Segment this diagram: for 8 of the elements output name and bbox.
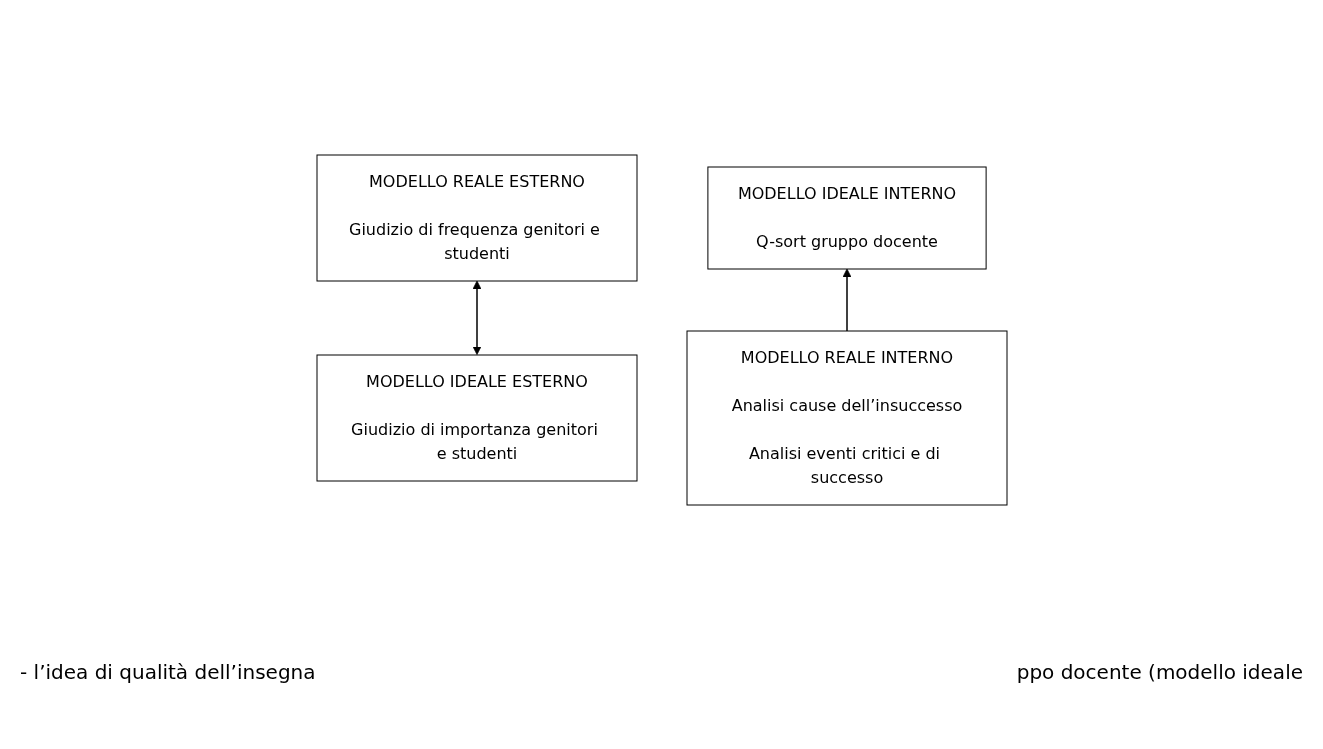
- node-box: MODELLO REALE ESTERNO Giudizio di frequenza genitori e studenti: [316, 154, 637, 282]
- node-box: MODELLO IDEALE INTERNO Q-sort gruppo docente: [706, 166, 987, 270]
- node-box: MODELLO REALE INTERNO Analisi cause dell’insuccesso Analisi eventi critici e di successo: [686, 330, 1007, 506]
- note-text: - l’idea di qualità dell’insegna: [20, 660, 316, 684]
- arrow: [472, 280, 481, 355]
- node-box: MODELLO IDEALE ESTERNO Giudizio di importanza genitori e studenti: [316, 354, 637, 482]
- note-text: ppo docente (modello ideale: [1016, 660, 1303, 684]
- arrow: [842, 268, 851, 332]
